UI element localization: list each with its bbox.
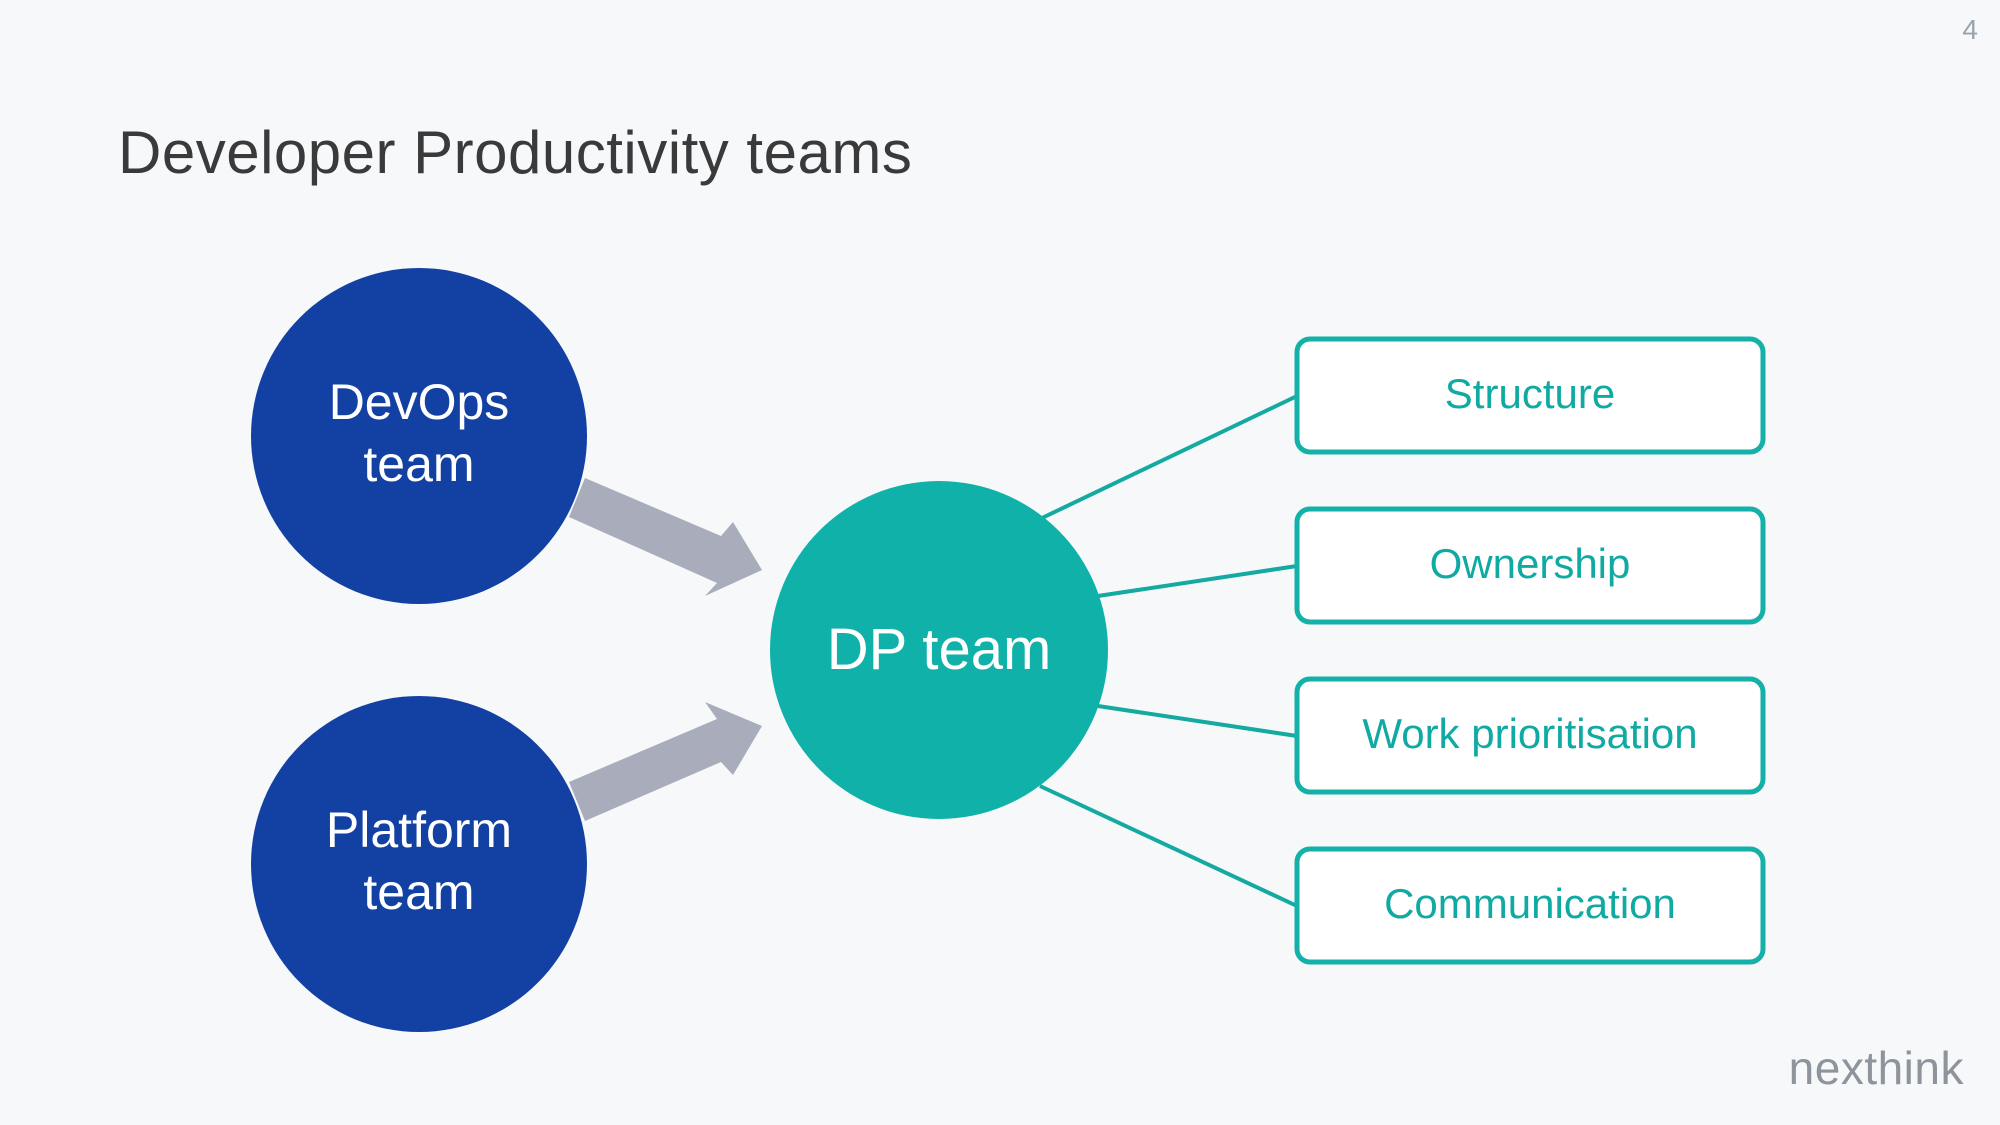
slide-title: Developer Productivity teams bbox=[118, 119, 913, 186]
dp-team-label: DP team bbox=[827, 617, 1052, 682]
platform-team-node: Platform team bbox=[251, 696, 587, 1032]
connector-work-prioritisation bbox=[1097, 704, 1298, 738]
devops-team-label-line2: team bbox=[363, 436, 474, 492]
platform-team-label-line1: Platform bbox=[326, 802, 512, 858]
connector-structure bbox=[1041, 394, 1298, 520]
dp-team-node: DP team bbox=[770, 481, 1108, 819]
platform-team-label-line2: team bbox=[363, 864, 474, 920]
aspect-label-communication: Communication bbox=[1384, 880, 1676, 927]
nexthink-logo: nexthink bbox=[1788, 1042, 1964, 1094]
aspect-label-ownership: Ownership bbox=[1430, 540, 1631, 587]
aspect-label-structure: Structure bbox=[1445, 370, 1615, 417]
aspect-box-ownership: Ownership bbox=[1294, 506, 1766, 625]
aspect-box-structure: Structure bbox=[1294, 336, 1766, 455]
devops-team-label-line1: DevOps bbox=[329, 374, 510, 430]
arrow-devops-to-dp bbox=[569, 478, 762, 596]
aspect-box-work-prioritisation: Work prioritisation bbox=[1294, 676, 1766, 795]
arrow-platform-to-dp bbox=[569, 702, 762, 821]
connector-communication bbox=[1039, 784, 1298, 908]
aspect-label-work-prioritisation: Work prioritisation bbox=[1362, 710, 1697, 757]
slide-number: 4 bbox=[1962, 14, 1978, 45]
devops-team-node: DevOps team bbox=[251, 268, 587, 604]
aspect-box-communication: Communication bbox=[1294, 846, 1766, 965]
connector-ownership bbox=[1097, 564, 1298, 598]
